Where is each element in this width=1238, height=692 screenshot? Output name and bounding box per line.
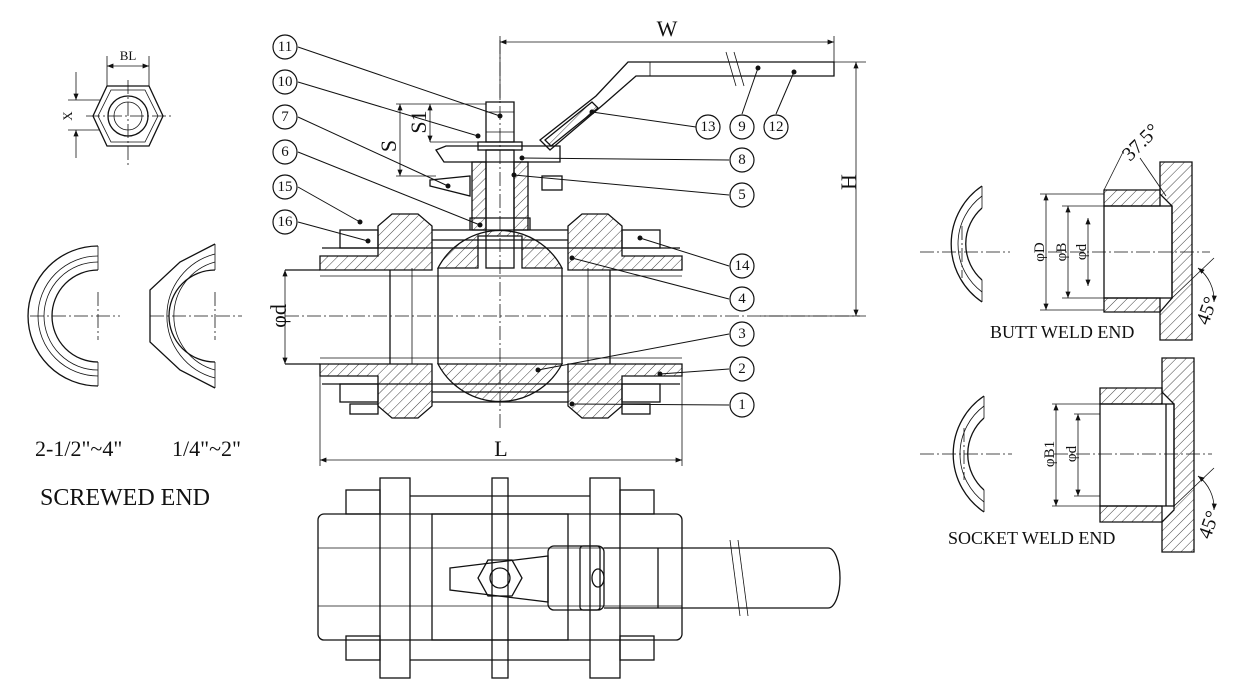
callout-5: 5 [729,182,755,208]
dim-s: S [376,140,401,152]
svg-text:14: 14 [735,258,751,274]
dim-butt-angle-bottom: 45° [1192,294,1222,328]
screwed-sizes-small: 1/4"~2" [172,436,241,461]
callout-8: 8 [729,147,755,173]
valve-top-view [317,477,841,679]
svg-text:9: 9 [738,119,746,135]
dim-butt-angle-top: 37.5° [1118,120,1164,166]
callout-2: 2 [729,356,755,382]
svg-text:2: 2 [738,361,746,377]
stem-packing-right [513,161,529,231]
callout-13: 13 [695,114,721,140]
dim-h: H [836,174,861,190]
ball-bottom [436,363,564,403]
butt-weld-end-view: φD φB φd 37.5° 45° BUTT WELD END [920,120,1222,342]
svg-text:6: 6 [281,144,289,160]
callout-6: 6 [272,139,298,165]
callout-4: 4 [729,286,755,312]
screwed-end-small [149,243,242,389]
svg-text:12: 12 [769,119,784,135]
socket-weld-end-view: φB1 φd 45° SOCKET WELD END [920,357,1224,553]
callout-15: 15 [272,174,298,200]
svg-text:13: 13 [701,119,716,135]
callout-7: 7 [272,104,298,130]
dim-butt-phi-d-outer: φD [1032,242,1048,262]
svg-text:8: 8 [738,152,746,168]
dim-butt-phi-b: φB [1054,243,1070,262]
dim-s1: S1 [406,110,431,133]
svg-text:3: 3 [738,326,746,342]
callouts: 11 10 7 6 15 16 13 9 12 8 5 14 4 3 2 1 [272,34,797,418]
callout-14: 14 [729,253,755,279]
stem-packing-left [471,161,487,231]
callout-11: 11 [272,34,298,60]
callout-9: 9 [729,114,755,140]
butt-weld-end-label: BUTT WELD END [990,322,1134,342]
hex-nut-view: BL X [60,48,172,166]
svg-text:11: 11 [278,39,292,55]
dim-socket-phi-b1: φB1 [1042,441,1058,467]
left-end-cap [319,213,433,419]
svg-text:15: 15 [278,179,293,195]
screwed-end-label: SCREWED END [40,485,210,511]
svg-text:10: 10 [278,74,293,90]
callout-10: 10 [272,69,298,95]
valve-section-view: W H S S1 φd L [266,16,866,466]
dim-phi-d: φd [266,304,291,328]
svg-text:16: 16 [278,214,294,230]
svg-text:7: 7 [281,109,289,125]
svg-text:5: 5 [738,187,746,203]
screwed-end-large [27,245,120,387]
callout-16: 16 [272,209,298,235]
callout-3: 3 [729,321,755,347]
dim-socket-angle: 45° [1194,508,1224,542]
svg-text:4: 4 [738,291,746,307]
svg-text:1: 1 [738,397,746,413]
screwed-sizes-large: 2-1/2"~4" [35,436,122,461]
dim-socket-phi-d: φd [1064,445,1080,462]
dim-butt-phi-d: φd [1074,243,1090,260]
dim-x: X [60,111,75,121]
socket-weld-end-label: SOCKET WELD END [948,528,1115,548]
callout-12: 12 [763,114,789,140]
right-end-cap [567,213,683,419]
dim-l: L [494,436,507,461]
callout-1: 1 [729,392,755,418]
dim-bl: BL [120,48,137,63]
handle [539,61,835,151]
dim-w: W [657,16,678,41]
